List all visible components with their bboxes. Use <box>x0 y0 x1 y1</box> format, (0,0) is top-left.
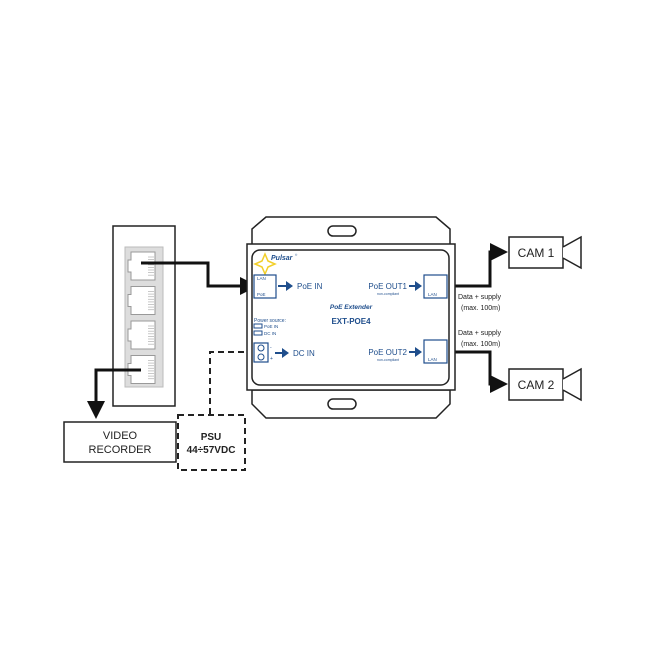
poe-in-label: PoE IN <box>297 282 323 291</box>
pulsar-logo-icon <box>253 252 277 276</box>
poe-out2-port-lan-label: LAN <box>428 357 437 362</box>
switch-port <box>127 320 156 350</box>
poe-in-port <box>253 274 277 299</box>
jumper-poe-in-icon <box>253 323 263 329</box>
cable-out1-to-cam1 <box>436 243 508 288</box>
poe-out2-port <box>423 339 448 364</box>
switch-port <box>127 286 156 315</box>
psu-label: PSU <box>201 432 222 443</box>
camera-2: CAM 2 <box>508 367 582 402</box>
psu-voltage: 44÷57VDC <box>187 445 236 456</box>
cam2-link-note-1: Data + supply <box>458 330 501 337</box>
model-name: EXT-POE4 <box>331 317 371 326</box>
cable-switch-to-poe-in <box>141 261 258 295</box>
camera-lens-icon <box>562 235 582 270</box>
cam1-link-note-2: (max. 100m) <box>461 305 500 312</box>
arrow-right-icon <box>409 281 422 291</box>
cam1-link-note-1: Data + supply <box>458 294 501 301</box>
mounting-slot-top <box>327 225 357 237</box>
poe-in-port-lan-label: LAN <box>257 276 266 281</box>
dc-terminal-icon <box>253 342 269 363</box>
switch-port <box>127 251 156 281</box>
psu: PSU 44÷57VDC <box>177 414 246 471</box>
network-switch <box>112 225 176 407</box>
recorder-label-1: VIDEO <box>103 430 138 442</box>
camera-1: CAM 1 <box>508 235 582 270</box>
mounting-slot-bottom <box>327 398 357 410</box>
arrow-right-icon <box>278 281 293 291</box>
cable-switch-to-recorder <box>87 368 141 419</box>
poe-out1-port-lan-label: LAN <box>428 292 437 297</box>
arrow-right-icon <box>275 348 289 358</box>
poe-in-port-poe-label: PoE <box>257 292 266 297</box>
brand-logo-text: Pulsar <box>271 255 294 262</box>
poe-out1-port <box>423 274 448 299</box>
dc-minus: - <box>270 345 272 351</box>
poe-out1-note: non-compliant <box>377 292 399 296</box>
recorder-label-2: RECORDER <box>89 444 152 456</box>
power-source-dc-in: DC IN <box>264 331 276 336</box>
brand-mark: ® <box>295 253 298 257</box>
arrow-right-icon <box>409 347 422 357</box>
dc-plus: + <box>270 356 273 362</box>
camera-lens-icon <box>562 367 582 402</box>
cam2-link-note-2: (max. 100m) <box>461 341 500 348</box>
power-source-title: Power source: <box>254 318 286 324</box>
cable-psu-to-dc-in <box>209 351 254 414</box>
poe-out1-label: PoE OUT1 <box>368 282 407 291</box>
video-recorder: VIDEO RECORDER <box>63 421 177 463</box>
cam2-label: CAM 2 <box>518 378 555 392</box>
poe-extender-device: Pulsar ® LAN PoE PoE IN PoE Extender EXT… <box>246 216 456 419</box>
cable-out2-to-cam2 <box>436 350 508 393</box>
power-source-poe-in: PoE IN <box>264 324 278 329</box>
product-type: PoE Extender <box>330 304 373 311</box>
poe-out2-label: PoE OUT2 <box>368 348 407 357</box>
dc-in-label: DC IN <box>293 349 315 358</box>
poe-out2-note: non-compliant <box>377 358 399 362</box>
cam1-label: CAM 1 <box>518 246 555 260</box>
jumper-dc-in-icon <box>253 330 263 336</box>
